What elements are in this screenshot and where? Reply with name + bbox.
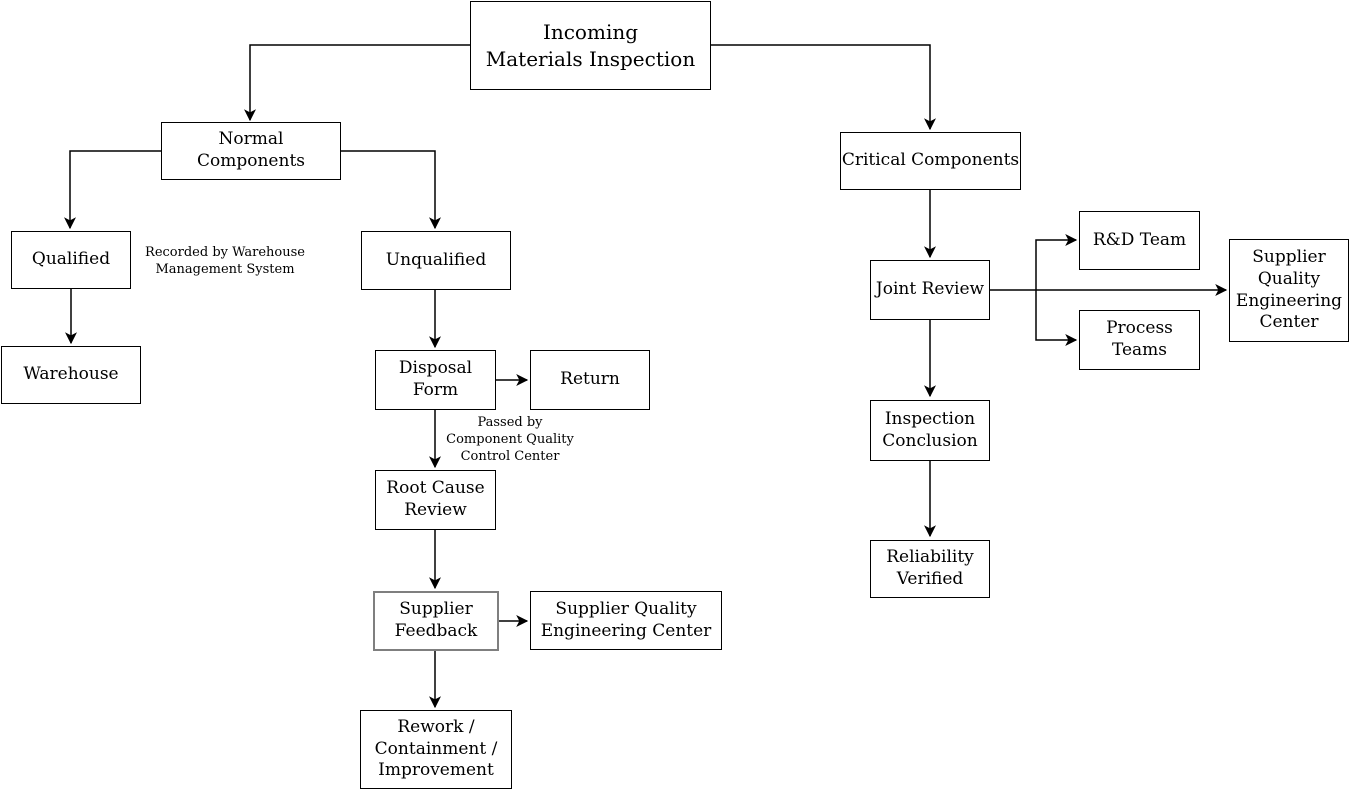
- node-joint-review: Joint Review: [870, 260, 990, 320]
- node-disposal-form: Disposal Form: [375, 350, 496, 410]
- annotation-recorded-by-warehouse: Recorded by Warehouse Management System: [145, 245, 305, 277]
- node-incoming-materials-inspection: Incoming Materials Inspection: [470, 1, 711, 90]
- node-rnd-team: R&D Team: [1079, 211, 1200, 270]
- edge-incoming-to-normal: [244, 44, 470, 122]
- node-warehouse: Warehouse: [1, 346, 141, 404]
- edge-normal-to-qualified: [64, 150, 161, 230]
- node-critical-components: Critical Components: [840, 132, 1021, 190]
- edge-joint-to-process: [1035, 290, 1078, 346]
- node-reliability-verified: Reliability Verified: [870, 540, 990, 598]
- node-root-cause-review: Root Cause Review: [375, 470, 496, 530]
- node-normal-components: Normal Components: [161, 122, 341, 180]
- edge-joint-to-rnd: [1035, 234, 1078, 290]
- node-inspection-conclusion: Inspection Conclusion: [870, 400, 990, 461]
- node-rework-containment-improvement: Rework / Containment / Improvement: [360, 710, 512, 789]
- node-process-teams: Process Teams: [1079, 310, 1200, 370]
- node-supplier-quality-engineering-center-right: Supplier Quality Engineering Center: [1229, 239, 1349, 342]
- node-unqualified: Unqualified: [361, 231, 511, 290]
- node-supplier-feedback: Supplier Feedback: [373, 591, 499, 651]
- node-return: Return: [530, 350, 650, 410]
- annotation-passed-by-cqcc: Passed by Component Quality Control Cent…: [446, 415, 574, 464]
- edge-incoming-to-critical: [711, 44, 936, 131]
- edge-normal-to-unqualified: [341, 150, 441, 230]
- node-qualified: Qualified: [11, 231, 131, 289]
- node-supplier-quality-engineering-center-left: Supplier Quality Engineering Center: [530, 591, 722, 650]
